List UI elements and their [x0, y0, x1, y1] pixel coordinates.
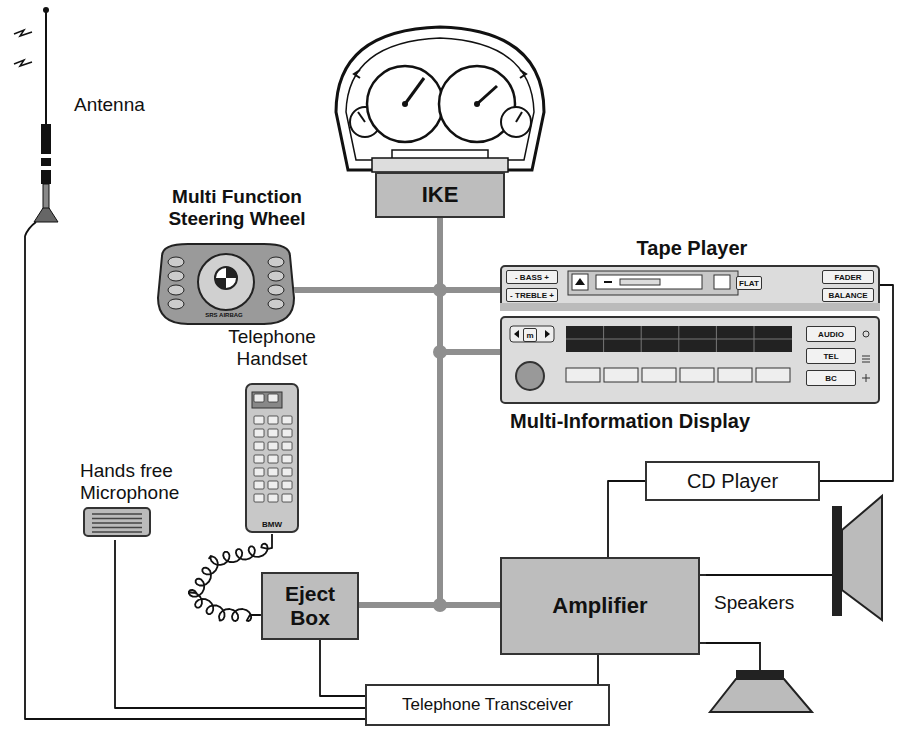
- bus-junction: [433, 283, 447, 297]
- module-box: Eject Box: [261, 572, 359, 640]
- antenna-drawing: [10, 4, 160, 236]
- steering-wheel-drawing: [148, 186, 326, 328]
- steering-wheel: Multi Function Steering Wheel: [148, 186, 326, 328]
- component-label: Multi Function Steering Wheel: [148, 186, 326, 230]
- button-label: AUDIO: [806, 326, 856, 342]
- printed-mark: BMW: [246, 518, 298, 530]
- component-label: Multi-Information Display: [510, 410, 830, 433]
- module-box: IKE: [375, 172, 505, 218]
- bus-junction: [433, 345, 447, 359]
- wire: [25, 236, 365, 719]
- printed-mark: SRS AIRBAG: [196, 310, 252, 319]
- component-label: Telephone Handset: [217, 326, 327, 370]
- module-box: Amplifier: [500, 557, 700, 655]
- button-label: BALANCE: [822, 288, 874, 302]
- bus-line: [326, 218, 440, 290]
- antenna: Antenna: [10, 4, 160, 236]
- wire: [597, 655, 599, 684]
- component-label: Tape Player: [502, 237, 882, 260]
- button-label: FLAT: [736, 276, 762, 290]
- telephone-handset: Telephone Handset: [217, 326, 327, 534]
- wire: [700, 642, 706, 644]
- box-label: Amplifier: [552, 593, 647, 618]
- box-label: Telephone Transceiver: [402, 696, 573, 714]
- button-label: TEL: [806, 348, 856, 364]
- bus-junction: [433, 598, 447, 612]
- button-label: - TREBLE +: [506, 288, 558, 302]
- button-label: FADER: [822, 270, 874, 284]
- bus-line: [359, 218, 440, 605]
- module-box: Telephone Transceiver: [365, 684, 610, 726]
- button-label: BC: [806, 370, 856, 386]
- bus-line: [440, 218, 500, 352]
- speakers: Speakers: [706, 480, 890, 716]
- coiled-cord: [189, 534, 272, 621]
- button-label: m: [523, 328, 537, 342]
- wire: [700, 574, 706, 576]
- component-label: Speakers: [714, 592, 824, 614]
- wire: [320, 640, 365, 696]
- module-box: CD Player: [645, 461, 820, 501]
- bus-line: [440, 218, 500, 290]
- box-label: Eject Box: [269, 582, 351, 630]
- box-label: CD Player: [687, 470, 778, 493]
- component-label: Antenna: [74, 94, 160, 116]
- box-label: IKE: [422, 182, 459, 207]
- component-label: Hands free Microphone: [80, 460, 194, 504]
- wire: [115, 540, 365, 708]
- wire: [608, 481, 645, 557]
- bus-line: [440, 218, 500, 605]
- microphone: Hands free Microphone: [74, 460, 194, 540]
- button-label: - BASS +: [506, 270, 558, 284]
